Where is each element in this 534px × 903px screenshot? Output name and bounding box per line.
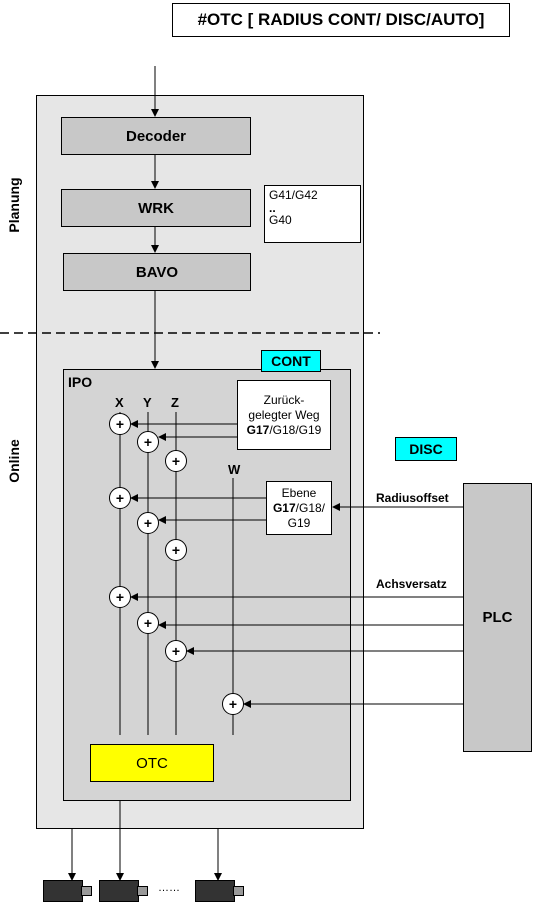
axis-label-z: Z <box>171 395 179 410</box>
wrk-block: WRK <box>61 189 251 227</box>
path-g18-g19: /G18/G19 <box>269 422 322 437</box>
plc-block: PLC <box>463 483 532 752</box>
disc-label: DISC <box>395 437 457 461</box>
plane-g18: /G18/ <box>295 500 326 515</box>
plane-line-1: Ebene <box>281 485 317 500</box>
axis-label-x: X <box>115 395 124 410</box>
adder-7: + <box>109 586 131 608</box>
gcode-line-1: G41/G42 <box>269 188 318 202</box>
axis-label-w: W <box>228 462 241 477</box>
cont-label: CONT <box>261 350 321 372</box>
path-box: Zurück- gelegter Weg G17/G18/G19 <box>237 380 331 450</box>
adder-4: + <box>109 487 131 509</box>
radius-offset-label: Radiusoffset <box>376 491 449 505</box>
adder-3: + <box>165 450 187 472</box>
plane-g17: G17 <box>272 500 296 515</box>
path-line-3: G17/G18/G19 <box>247 423 322 438</box>
axis-offset-label: Achsversatz <box>376 577 447 591</box>
plane-line-3: G19 <box>287 515 311 530</box>
adder-10: + <box>222 693 244 715</box>
plane-line-2: G17/G18/ <box>273 501 325 516</box>
bavo-block: BAVO <box>63 253 251 291</box>
path-line-1: Zurück- <box>263 392 305 407</box>
gcode-line-2: .. <box>269 201 276 215</box>
motor-3-shaft <box>233 886 244 896</box>
ipo-label: IPO <box>68 374 93 390</box>
axis-label-y: Y <box>143 395 152 410</box>
gcode-box: G41/G42 .. G40 <box>264 185 361 243</box>
diagram-title: #OTC [ RADIUS CONT/ DISC/AUTO] <box>172 3 510 37</box>
adder-2: + <box>137 431 159 453</box>
gcode-line-3: G40 <box>269 213 292 227</box>
motor-ellipsis: …… <box>158 882 180 894</box>
path-g17: G17 <box>246 422 270 437</box>
adder-5: + <box>137 512 159 534</box>
motor-1-shaft <box>81 886 92 896</box>
adder-6: + <box>165 539 187 561</box>
decoder-block: Decoder <box>61 117 251 155</box>
adder-1: + <box>109 413 131 435</box>
otc-block: OTC <box>90 744 214 782</box>
motor-3 <box>195 880 235 902</box>
motor-2 <box>99 880 139 902</box>
adder-8: + <box>137 612 159 634</box>
adder-9: + <box>165 640 187 662</box>
path-line-2: gelegter Weg <box>248 407 320 422</box>
motor-1 <box>43 880 83 902</box>
motor-2-shaft <box>137 886 148 896</box>
plane-box: Ebene G17/G18/ G19 <box>266 481 332 535</box>
